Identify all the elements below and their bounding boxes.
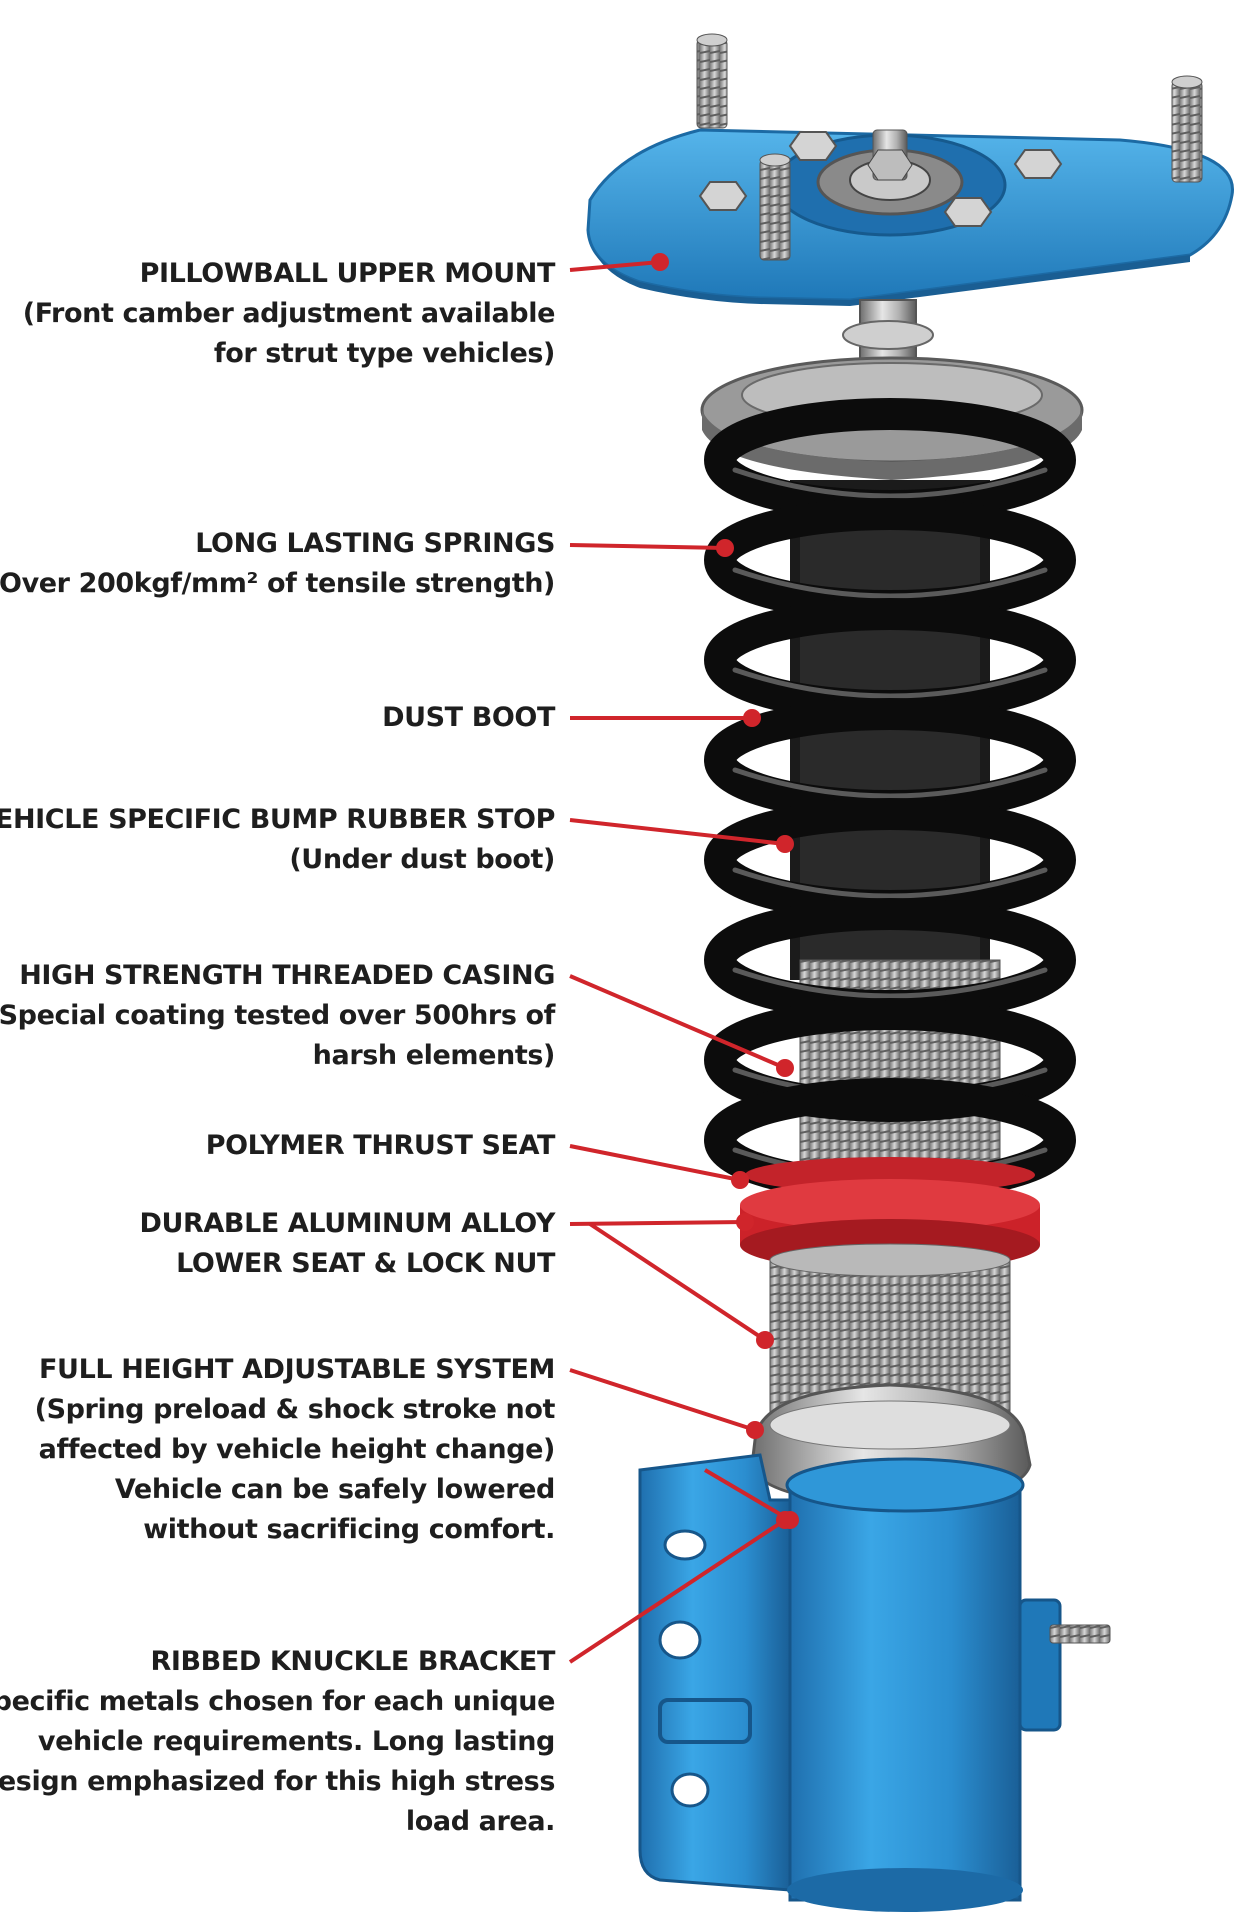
leader-line-upper-mount — [569, 260, 661, 272]
lower-body-bracket — [638, 1453, 1111, 1912]
spring-coil-highlight — [732, 467, 1048, 499]
leader-line-casing — [569, 974, 786, 1070]
leader-dot-casing — [776, 1059, 794, 1077]
leader-dot-thrust-seat — [731, 1171, 749, 1189]
callout-bump-rubber-stop: VEHICLE SPECIFIC BUMP RUBBER STOP (Under… — [0, 804, 555, 875]
leader-dot-knuckle-bracket — [776, 1511, 794, 1529]
callout-long-lasting-springs: LONG LASTING SPRINGS (Over 200kgf/mm² of… — [0, 528, 555, 599]
spring-coil-highlight — [732, 967, 1048, 999]
callout-threaded-casing: HIGH STRENGTH THREADED CASING (Special c… — [0, 960, 555, 1071]
leader-line-knuckle-body — [703, 1468, 792, 1522]
leader-dot-upper-mount — [651, 253, 669, 271]
coil-spring — [704, 398, 1076, 1202]
leader-line-thrust-seat — [569, 1144, 741, 1182]
leader-dot-springs — [716, 539, 734, 557]
spring-coil-highlight — [732, 667, 1048, 699]
spring-coil-highlight — [732, 767, 1048, 799]
leader-line-bump-stop — [569, 818, 786, 846]
callout-lower-seat-lock-nut: DURABLE ALUMINUM ALLOY LOWER SEAT & LOCK… — [139, 1208, 555, 1279]
leader-line-height-adjust — [569, 1368, 756, 1432]
callout-full-height-adjustable: FULL HEIGHT ADJUSTABLE SYSTEM (Spring pr… — [34, 1354, 556, 1545]
mount-studs — [696, 33, 1203, 261]
callout-pillowball-upper-mount: PILLOWBALL UPPER MOUNT (Front camber adj… — [22, 258, 556, 369]
leader-line-springs — [569, 543, 726, 550]
leader-dot-dust-boot — [743, 709, 761, 727]
callout-ribbed-knuckle-bracket: RIBBED KNUCKLE BRACKET Specific metals c… — [0, 1646, 555, 1837]
upper-mount-plate — [586, 128, 1234, 306]
leader-line-knuckle-bracket — [568, 1518, 787, 1664]
leader-dot-height-adjust — [746, 1421, 764, 1439]
leader-dot-lower-seat-a — [736, 1213, 754, 1231]
spring-coil-highlight — [732, 567, 1048, 599]
callout-leaders — [568, 253, 799, 1664]
leader-dot-lower-seat-b — [756, 1331, 774, 1349]
spring-coil-highlight — [732, 867, 1048, 899]
leader-line-lower-seat-b — [588, 1222, 767, 1342]
leader-dot-bump-stop — [776, 835, 794, 853]
leader-line-lower-seat-a — [569, 1220, 746, 1226]
callout-dust-boot: DUST BOOT — [382, 702, 555, 733]
callout-polymer-thrust-seat: POLYMER THRUST SEAT — [205, 1130, 556, 1161]
